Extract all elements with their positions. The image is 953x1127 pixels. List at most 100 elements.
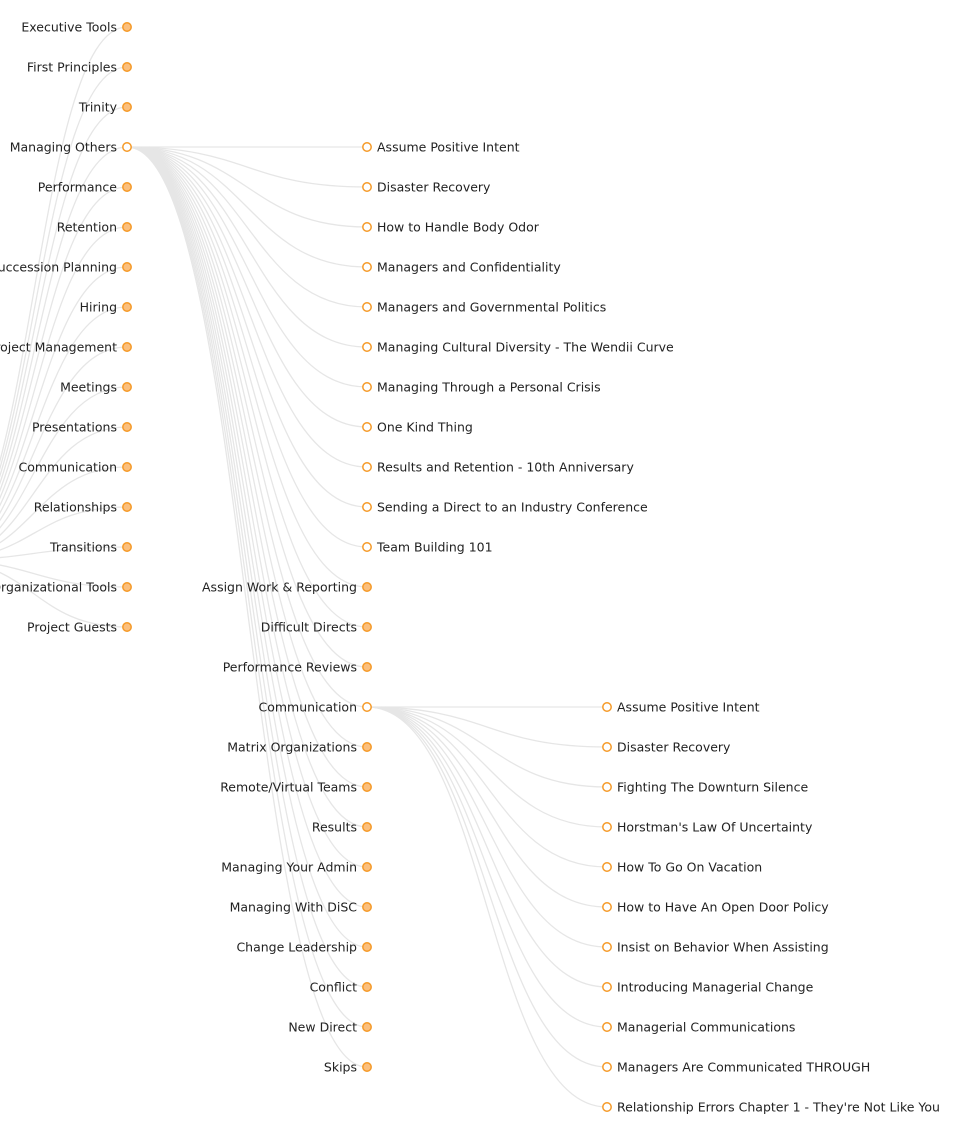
collapsed-node-dot[interactable] (362, 982, 372, 992)
expanded-node-dot[interactable] (122, 142, 132, 152)
level1-node-presentations[interactable]: Presentations (32, 420, 132, 435)
level2-node-difficult-directs[interactable]: Difficult Directs (261, 620, 372, 635)
node-label[interactable]: One Kind Thing (377, 420, 473, 435)
leaf-node-dot[interactable] (362, 262, 372, 272)
leaf-node-dot[interactable] (602, 942, 612, 952)
node-label[interactable]: Organizational Tools (0, 580, 117, 595)
level3-node-horstman-s-law-of-uncertainty[interactable]: Horstman's Law Of Uncertainty (602, 820, 813, 835)
leaf-node-dot[interactable] (362, 142, 372, 152)
leaf-node-dot[interactable] (362, 342, 372, 352)
node-label[interactable]: Managerial Communications (617, 1020, 795, 1035)
level2-node-remote-virtual-teams[interactable]: Remote/Virtual Teams (220, 780, 372, 795)
node-label[interactable]: Retention (57, 220, 117, 235)
node-label[interactable]: Team Building 101 (376, 540, 493, 555)
level3-node-fighting-the-downturn-silence[interactable]: Fighting The Downturn Silence (602, 780, 809, 795)
level2-node-change-leadership[interactable]: Change Leadership (236, 940, 372, 955)
collapsed-node-dot[interactable] (362, 862, 372, 872)
level2-node-communication[interactable]: Communication (258, 700, 372, 715)
level1-node-hiring[interactable]: Hiring (80, 300, 132, 315)
node-label[interactable]: Managers and Confidentiality (377, 260, 561, 275)
level1-node-project-guests[interactable]: Project Guests (27, 620, 132, 635)
leaf-node-dot[interactable] (602, 1102, 612, 1112)
level1-node-organizational-tools[interactable]: Organizational Tools (0, 580, 132, 595)
level2-node-disaster-recovery[interactable]: Disaster Recovery (362, 180, 491, 195)
level1-node-succession-planning[interactable]: Succession Planning (0, 260, 132, 275)
leaf-node-dot[interactable] (362, 382, 372, 392)
node-label[interactable]: Managing Cultural Diversity - The Wendii… (377, 340, 674, 355)
level2-node-how-to-handle-body-odor[interactable]: How to Handle Body Odor (362, 220, 540, 235)
collapsed-node-dot[interactable] (362, 582, 372, 592)
level2-node-assume-positive-intent[interactable]: Assume Positive Intent (362, 140, 520, 155)
node-label[interactable]: Matrix Organizations (227, 740, 357, 755)
node-label[interactable]: Assume Positive Intent (617, 700, 760, 715)
collapsed-node-dot[interactable] (122, 182, 132, 192)
level1-node-trinity[interactable]: Trinity (78, 100, 132, 115)
level2-node-matrix-organizations[interactable]: Matrix Organizations (227, 740, 372, 755)
collapsed-node-dot[interactable] (362, 1062, 372, 1072)
leaf-node-dot[interactable] (602, 902, 612, 912)
level1-node-first-principles[interactable]: First Principles (27, 60, 132, 75)
level1-node-retention[interactable]: Retention (57, 220, 132, 235)
collapsed-node-dot[interactable] (122, 542, 132, 552)
collapsed-node-dot[interactable] (362, 942, 372, 952)
leaf-node-dot[interactable] (362, 542, 372, 552)
level1-node-executive-tools[interactable]: Executive Tools (21, 20, 132, 35)
node-label[interactable]: Assign Work & Reporting (202, 580, 357, 595)
expanded-node-dot[interactable] (362, 702, 372, 712)
leaf-node-dot[interactable] (362, 502, 372, 512)
level3-node-managerial-communications[interactable]: Managerial Communications (602, 1020, 796, 1035)
node-label[interactable]: Horstman's Law Of Uncertainty (617, 820, 813, 835)
node-label[interactable]: Remote/Virtual Teams (220, 780, 357, 795)
node-label[interactable]: Managers Are Communicated THROUGH (617, 1060, 870, 1075)
leaf-node-dot[interactable] (602, 742, 612, 752)
level1-node-project-management[interactable]: Project Management (0, 340, 132, 355)
node-label[interactable]: Communication (258, 700, 357, 715)
level2-node-new-direct[interactable]: New Direct (288, 1020, 372, 1035)
collapsed-node-dot[interactable] (122, 502, 132, 512)
level2-node-assign-work-reporting[interactable]: Assign Work & Reporting (202, 580, 372, 595)
node-label[interactable]: Succession Planning (0, 260, 117, 275)
node-label[interactable]: Assume Positive Intent (377, 140, 520, 155)
collapsed-node-dot[interactable] (122, 622, 132, 632)
level1-node-communication[interactable]: Communication (18, 460, 132, 475)
node-label[interactable]: Sending a Direct to an Industry Conferen… (377, 500, 648, 515)
collapsed-node-dot[interactable] (362, 742, 372, 752)
level2-node-results-and-retention-10th-anniversary[interactable]: Results and Retention - 10th Anniversary (362, 460, 635, 475)
leaf-node-dot[interactable] (602, 982, 612, 992)
node-label[interactable]: Managing Your Admin (221, 860, 357, 875)
collapsed-node-dot[interactable] (122, 302, 132, 312)
collapsed-node-dot[interactable] (362, 782, 372, 792)
level1-node-relationships[interactable]: Relationships (34, 500, 132, 515)
level2-node-results[interactable]: Results (312, 820, 372, 835)
node-label[interactable]: How to Have An Open Door Policy (617, 900, 829, 915)
node-label[interactable]: Disaster Recovery (617, 740, 731, 755)
leaf-node-dot[interactable] (602, 822, 612, 832)
level2-node-managing-with-disc[interactable]: Managing With DiSC (230, 900, 372, 915)
level3-node-insist-on-behavior-when-assisting[interactable]: Insist on Behavior When Assisting (602, 940, 829, 955)
leaf-node-dot[interactable] (602, 702, 612, 712)
node-label[interactable]: Introducing Managerial Change (617, 980, 814, 995)
collapsed-node-dot[interactable] (122, 422, 132, 432)
node-label[interactable]: Skips (324, 1060, 357, 1075)
node-label[interactable]: First Principles (27, 60, 117, 75)
collapsed-node-dot[interactable] (122, 582, 132, 592)
level3-node-relationship-errors-chapter-1-they-re-not-like-you[interactable]: Relationship Errors Chapter 1 - They're … (602, 1100, 940, 1115)
node-label[interactable]: How To Go On Vacation (617, 860, 762, 875)
node-label[interactable]: New Direct (288, 1020, 357, 1035)
collapsed-node-dot[interactable] (122, 462, 132, 472)
collapsed-node-dot[interactable] (362, 662, 372, 672)
collapsed-node-dot[interactable] (362, 1022, 372, 1032)
node-label[interactable]: Insist on Behavior When Assisting (617, 940, 829, 955)
collapsed-node-dot[interactable] (122, 262, 132, 272)
level2-node-team-building-101[interactable]: Team Building 101 (362, 540, 493, 555)
level3-node-disaster-recovery[interactable]: Disaster Recovery (602, 740, 731, 755)
node-label[interactable]: Project Management (0, 340, 117, 355)
level3-node-managers-are-communicated-through[interactable]: Managers Are Communicated THROUGH (602, 1060, 870, 1075)
node-label[interactable]: Fighting The Downturn Silence (617, 780, 808, 795)
leaf-node-dot[interactable] (602, 862, 612, 872)
node-label[interactable]: Relationships (34, 500, 117, 515)
node-label[interactable]: Hiring (80, 300, 117, 315)
collapsed-node-dot[interactable] (122, 62, 132, 72)
leaf-node-dot[interactable] (602, 1022, 612, 1032)
level3-node-how-to-have-an-open-door-policy[interactable]: How to Have An Open Door Policy (602, 900, 829, 915)
